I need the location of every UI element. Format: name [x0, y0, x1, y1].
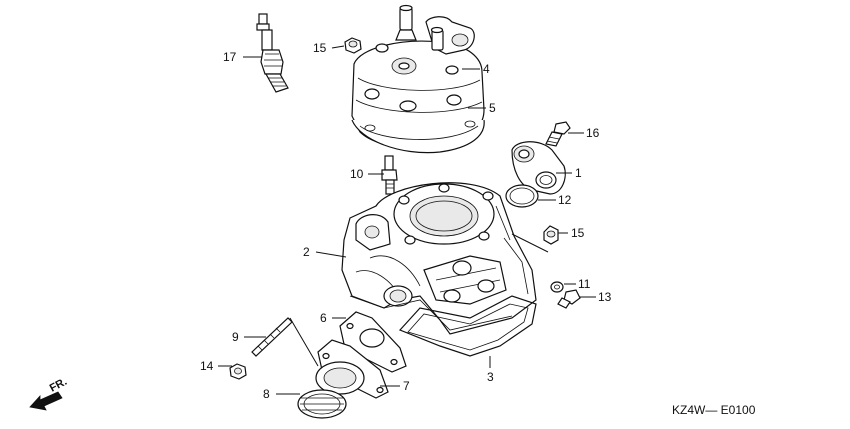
nut-14-part [229, 363, 247, 380]
cap-nut-top-part [344, 37, 362, 54]
o-ring-part [505, 184, 539, 208]
callout-16: 16 [586, 126, 600, 140]
callout-15-top: 15 [313, 41, 327, 55]
callout-4: 4 [483, 62, 490, 76]
callout-labels: 17 15 4 5 16 10 1 12 15 2 11 13 6 9 14 7… [200, 41, 612, 401]
cylinder-head-part [351, 4, 485, 154]
cylinder-part [341, 182, 537, 335]
callout-11: 11 [578, 277, 591, 291]
stud-bolt-10-part [381, 155, 398, 195]
callout-8: 8 [263, 387, 270, 401]
callout-7: 7 [403, 379, 410, 393]
callout-13: 13 [598, 290, 612, 304]
callout-3: 3 [487, 370, 494, 384]
callout-12: 12 [558, 193, 572, 207]
clamp-band-part [297, 389, 347, 419]
water-joint-part [511, 141, 566, 195]
diagram-code: KZ4W— E0100 [672, 403, 756, 417]
callout-10: 10 [350, 167, 364, 181]
intake-joint-part [315, 339, 389, 399]
spark-plug-part [256, 13, 289, 93]
front-direction-arrow: FR. [29, 376, 69, 411]
leader-lines [218, 45, 596, 395]
base-gasket-part [398, 295, 537, 357]
callout-17: 17 [223, 50, 237, 64]
callout-5: 5 [489, 101, 496, 115]
callout-1: 1 [575, 166, 582, 180]
callout-14: 14 [200, 359, 214, 373]
callout-2: 2 [303, 245, 310, 259]
callout-6: 6 [320, 311, 327, 325]
flange-bolt-part [545, 121, 571, 147]
bolt-13-part [557, 289, 581, 309]
cap-nut-right-part [543, 225, 559, 245]
callout-15-right: 15 [571, 226, 585, 240]
callout-9: 9 [232, 330, 239, 344]
front-direction-label: FR. [48, 376, 69, 395]
washer-part [550, 281, 564, 293]
